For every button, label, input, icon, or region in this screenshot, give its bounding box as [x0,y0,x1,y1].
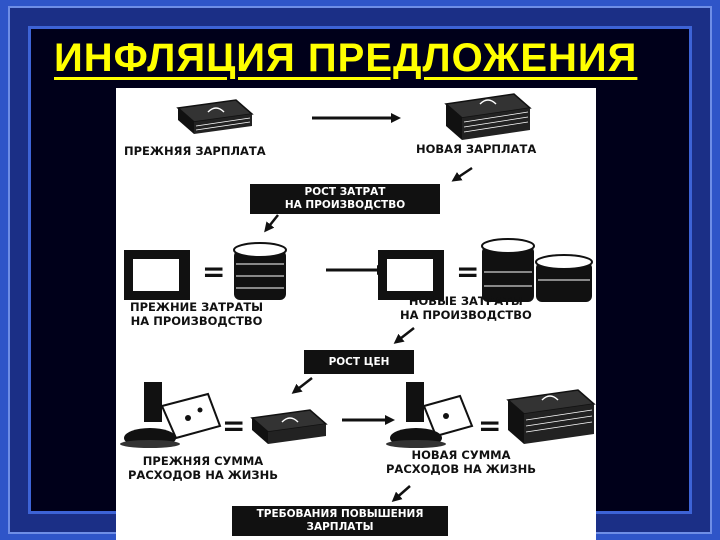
food-icon [120,382,222,448]
food-icon [386,382,474,448]
old-costs-line-2: НА ПРОИЗВОДСТВО [130,314,263,328]
coin-stack-icon [233,242,287,300]
cost-growth-line-1: РОСТ ЗАТРАТ [304,186,386,198]
wage-demands-box: ТРЕБОВАНИЯ ПОВЫШЕНИЯ ЗАРПЛАТЫ [232,506,448,536]
slide-title: ИНФЛЯЦИЯ ПРЕДЛОЖЕНИЯ [54,36,638,80]
money-stack-icon [444,93,532,140]
equals-sign: = [202,255,226,288]
money-stack-icon [506,389,596,444]
wage-demands-line-1: ТРЕБОВАНИЯ ПОВЫШЕНИЯ [256,508,424,520]
old-costs-line-1: ПРЕЖНИЕ ЗАТРАТЫ [130,300,264,314]
new-costs-label: НОВЫЕ ЗАТРАТЫ НА ПРОИЗВОДСТВО [400,294,532,322]
price-growth-box: РОСТ ЦЕН [304,350,414,374]
equals-sign: = [478,409,502,442]
new-living-line-2: РАСХОДОВ НА ЖИЗНЬ [386,462,536,476]
money-stack-icon [176,99,254,134]
new-living-line-1: НОВАЯ СУММА [411,448,511,462]
new-costs-line-2: НА ПРОИЗВОДСТВО [400,308,532,322]
diagram-panel: ПРЕЖНЯЯ ЗАРПЛАТА НОВАЯ ЗАРПЛАТА РОСТ ЗАТ… [116,88,596,540]
arrow-icon [264,214,279,233]
cost-growth-box: РОСТ ЗАТРАТ НА ПРОИЗВОДСТВО [250,184,440,214]
equals-sign: = [456,255,480,288]
new-costs-line-1: НОВЫЕ ЗАТРАТЫ [408,294,523,308]
wage-demands-line-2: ЗАРПЛАТЫ [306,521,374,533]
tv-icon [124,250,190,300]
arrow-icon [451,166,473,182]
arrow-icon [291,377,313,394]
old-living-line-2: РАСХОДОВ НА ЖИЗНЬ [128,468,278,482]
equals-sign: = [222,409,246,442]
coin-stack-icon [481,238,593,302]
new-wage-label: НОВАЯ ЗАРПЛАТА [416,142,537,156]
cost-growth-line-2: НА ПРОИЗВОДСТВО [284,199,406,211]
old-living-line-1: ПРЕЖНЯЯ СУММА [142,454,264,468]
arrow-icon [391,485,411,502]
diagram-art [120,93,596,502]
old-wage-label: ПРЕЖНЯЯ ЗАРПЛАТА [124,144,266,158]
old-living-label: ПРЕЖНЯЯ СУММА РАСХОДОВ НА ЖИЗНЬ [128,454,278,482]
new-living-label: НОВАЯ СУММА РАСХОДОВ НА ЖИЗНЬ [386,448,536,476]
money-stack-icon [250,409,328,444]
arrow-icon [393,327,415,344]
tv-icon [378,250,444,300]
old-costs-label: ПРЕЖНИЕ ЗАТРАТЫ НА ПРОИЗВОДСТВО [130,300,263,328]
